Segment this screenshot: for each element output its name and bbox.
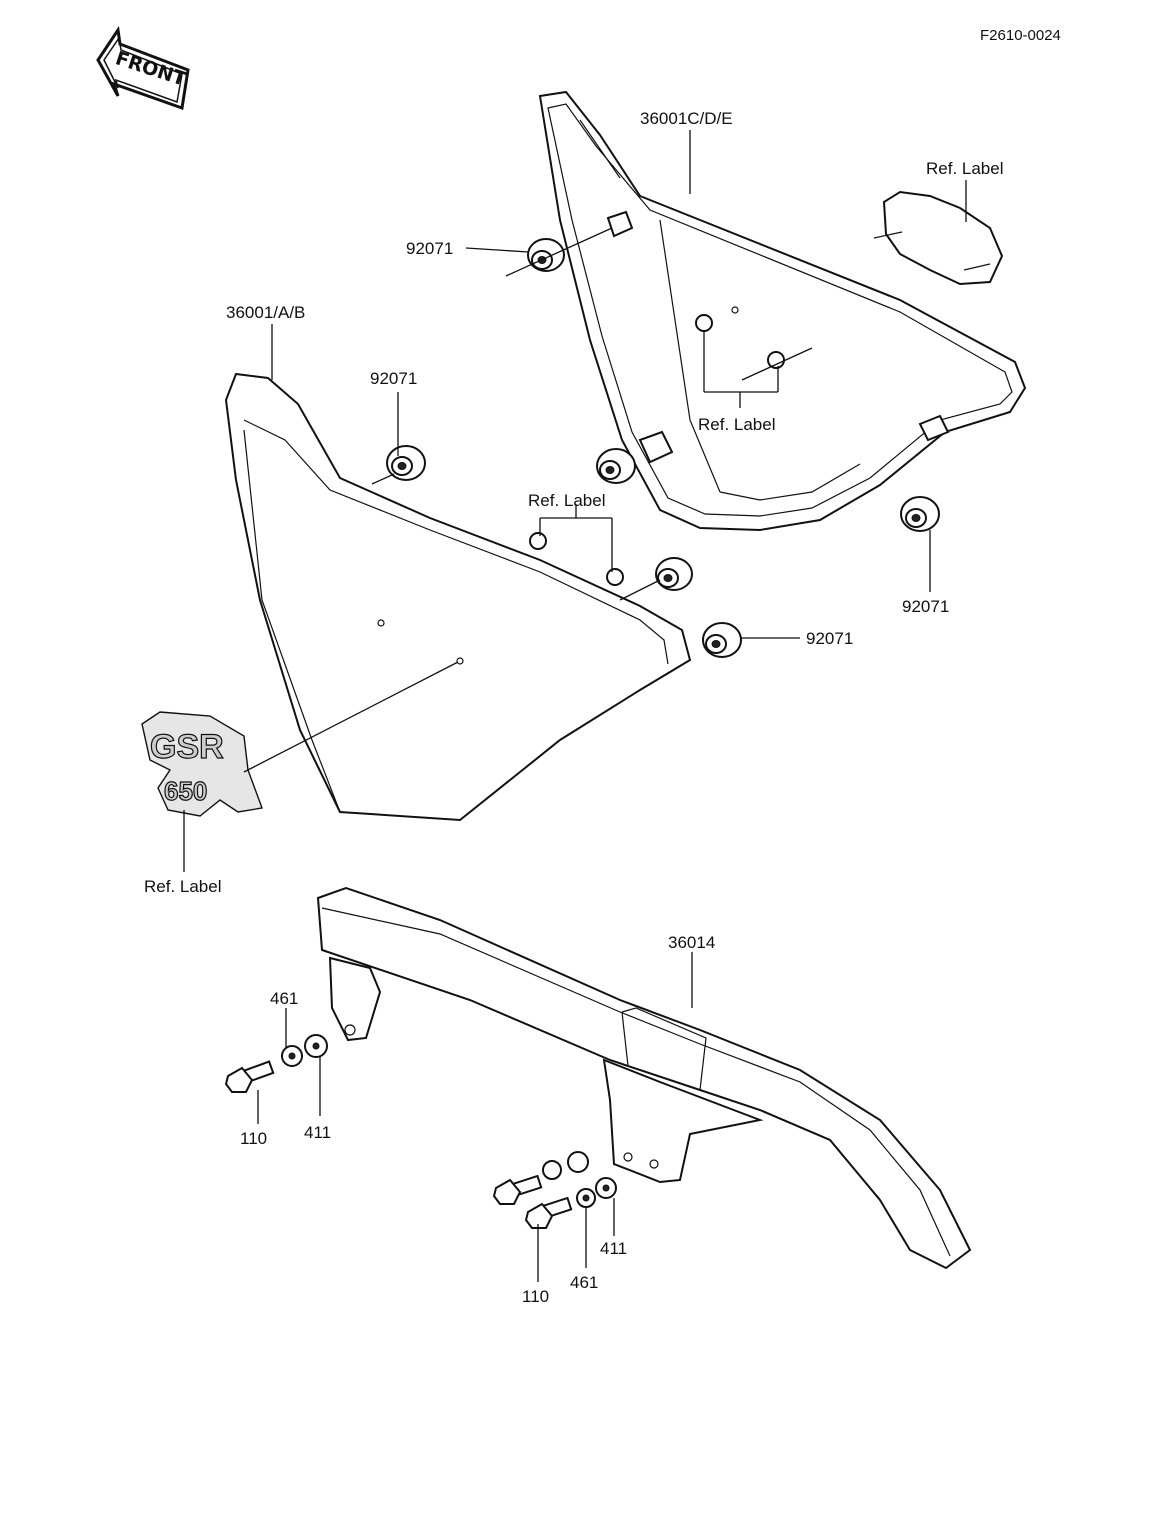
bolt-icon [524,1196,573,1229]
label-washer-right-461: 461 [570,1273,598,1292]
label-grommet-3: 92071 [902,597,949,616]
right-side-cover [538,90,1027,532]
ref-label-plate [873,190,1004,286]
grommet-icon [596,448,636,484]
label-grommet-4: 92071 [806,629,853,648]
washer-icon [567,1151,589,1173]
label-bolt-left: 110 [240,1129,267,1148]
label-washer-left-461: 461 [270,989,298,1008]
label-ref-right-mid: Ref. Label [698,415,776,434]
emblem-text-bottom: 650 [164,776,207,806]
front-arrow-icon: FRONT [96,25,190,111]
washer-hole-icon [312,1042,320,1050]
grommet-icon [900,496,940,532]
washer-hole-icon [582,1194,590,1202]
label-washer-left-411: 411 [304,1123,331,1142]
left-side-cover [224,372,692,822]
label-grommet-2: 92071 [370,369,417,388]
grommet-icon [702,622,742,658]
label-cover-right: 36001C/D/E [640,109,733,128]
grommet-icon [655,557,693,591]
label-ref-left-mid: Ref. Label [528,491,606,510]
label-bolt-right: 110 [522,1287,549,1306]
label-grommet-1: 92071 [406,239,453,258]
emblem-text-top: GSR [150,728,224,766]
label-washer-icon [529,532,547,550]
label-cover-left: 36001/A/B [226,303,305,322]
label-chain-case: 36014 [668,933,715,952]
grommet-icon [386,445,426,481]
label-ref-emblem: Ref. Label [144,877,222,896]
label-ref-top: Ref. Label [926,159,1004,178]
washer-hole-icon [288,1052,296,1060]
chain-case [316,886,972,1270]
label-washer-icon [695,314,713,332]
label-washer-icon [767,351,785,369]
washer-icon [542,1160,562,1180]
drawing-code: F2610-0024 [980,27,1061,44]
bolt-icon [224,1060,275,1093]
grommet-icon [527,238,565,272]
label-washer-right-411: 411 [600,1239,627,1258]
washer-hole-icon [602,1184,610,1192]
gsr-650-emblem: GSR 650 [141,711,263,817]
label-washer-icon [606,568,624,586]
bolt-icon [492,1174,543,1205]
leader-lines [183,130,967,1282]
